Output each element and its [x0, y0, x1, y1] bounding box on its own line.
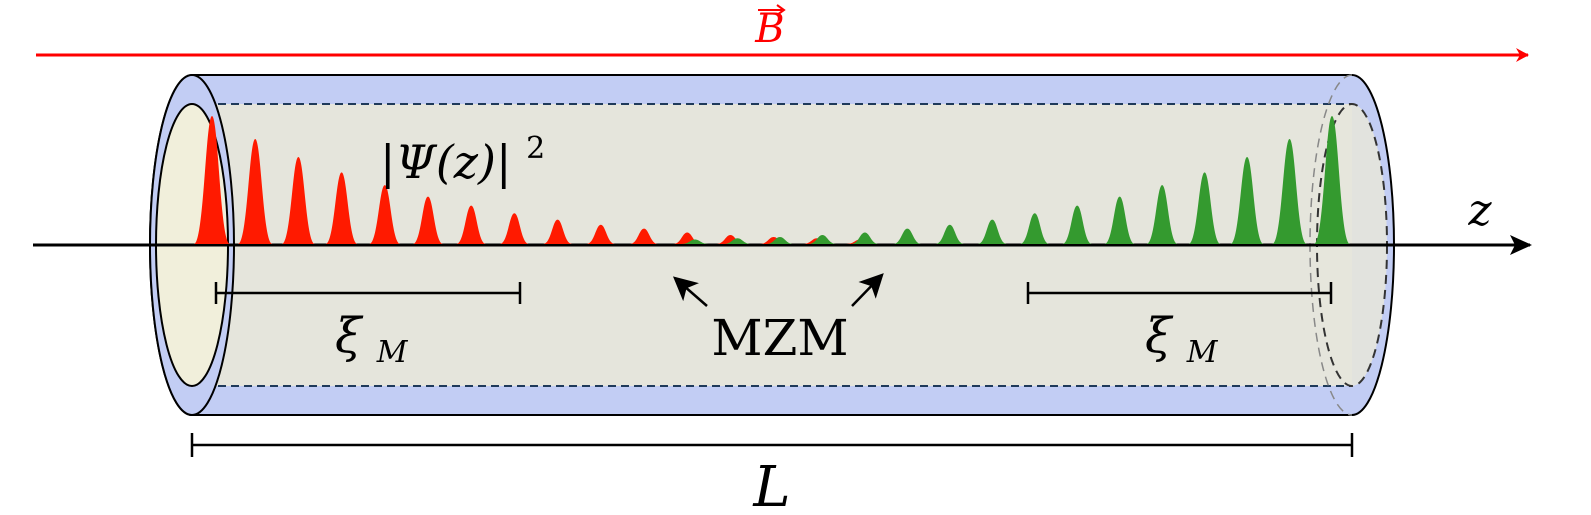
- mzm-arrow-right: [851, 273, 884, 307]
- xi-label-left-base: ξ: [335, 308, 364, 364]
- right-wave-peak: [681, 239, 709, 244]
- left-wave-peak: [586, 224, 615, 244]
- xi-label-left: ξ M: [335, 308, 409, 370]
- right-wave-peak: [808, 235, 837, 244]
- xi-label-right-base: ξ: [1145, 308, 1174, 364]
- left-wave-peak: [325, 172, 358, 244]
- right-wave-peak: [1020, 213, 1050, 244]
- xi-label-right-sub: M: [1186, 335, 1219, 370]
- left-wave-peak: [629, 228, 659, 244]
- field-label: B: [754, 4, 786, 52]
- length-label: L: [752, 455, 790, 515]
- left-wave-peak: [238, 139, 273, 244]
- xi-bracket-left: [214, 282, 522, 304]
- right-wave-peak: [723, 238, 752, 244]
- z-axis-label: z: [1467, 185, 1492, 236]
- left-wave-peak: [456, 205, 487, 244]
- mzm-arrow-left: [672, 276, 708, 307]
- right-wave-peak: [935, 224, 964, 244]
- right-wave-peak: [1104, 196, 1135, 244]
- density-label-exp: 2: [526, 131, 545, 166]
- density-label: |Ψ(z)| 2: [380, 131, 545, 189]
- left-wave-peak: [281, 156, 315, 244]
- right-wave-peak: [1188, 172, 1221, 244]
- length-bracket: [190, 433, 1354, 457]
- density-label-base: |Ψ(z)|: [380, 135, 511, 189]
- xi-label-left-sub: M: [376, 335, 409, 370]
- xi-label-right: ξ M: [1145, 308, 1219, 370]
- right-majorana-wave: [681, 116, 1350, 244]
- mzm-label: MZM: [711, 309, 848, 367]
- left-wave-peak: [369, 185, 401, 244]
- left-wave-peak: [499, 213, 529, 244]
- vector-arrowhead-icon: [776, 4, 786, 16]
- left-wave-peak: [543, 219, 572, 244]
- right-wave-peak: [893, 228, 922, 244]
- xi-bracket-right: [1026, 282, 1333, 304]
- left-wave-peak: [412, 196, 444, 244]
- right-wave-peak: [1230, 156, 1264, 244]
- right-wave-peak: [1272, 139, 1307, 244]
- right-wave-peak: [766, 236, 794, 244]
- right-wave-peak: [977, 219, 1007, 244]
- right-wave-peak: [1062, 205, 1093, 244]
- right-wave-peak: [1146, 185, 1178, 244]
- left-wave-peak: [194, 116, 230, 244]
- right-wave-peak: [1314, 116, 1350, 244]
- right-wave-peak: [850, 232, 879, 244]
